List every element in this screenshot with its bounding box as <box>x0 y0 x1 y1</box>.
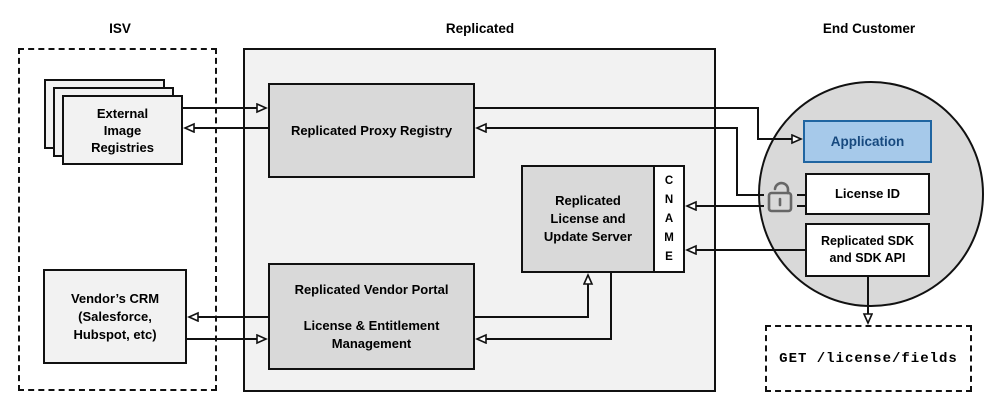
replicated-sdk-label-line2: and SDK API <box>829 251 906 265</box>
vendor-portal-subtitle-line1: License & Entitlement <box>303 317 440 333</box>
proxy-registry-label: Replicated Proxy Registry <box>290 122 453 138</box>
section-title-isv: ISV <box>109 21 131 36</box>
vendor-portal-title: Replicated Vendor Portal <box>294 281 449 297</box>
vendors-crm-label-line1: Vendor’s CRM <box>70 290 160 306</box>
replicated-sdk-label-line1: Replicated SDK <box>820 234 915 248</box>
cname-node: C N A M E <box>653 165 685 273</box>
cname-letter: A <box>664 212 674 225</box>
external-registries-label-line2: Image <box>103 122 142 138</box>
section-title-end-customer: End Customer <box>822 21 916 36</box>
unlock-icon <box>761 176 799 218</box>
application-node: Application <box>803 120 932 163</box>
license-update-server-label-line1: Replicated <box>555 193 621 208</box>
get-license-fields-node: GET /license/fields <box>765 325 972 392</box>
vendor-portal-subtitle-line2: Management <box>331 335 412 351</box>
external-registries-label-line3: Registries <box>91 139 154 155</box>
external-registries-label-line1: External <box>96 105 149 121</box>
license-id-label: License ID <box>834 186 901 201</box>
external-registries-node: External Image Registries <box>62 95 183 165</box>
license-update-server-label-line3: Update Server <box>543 229 633 244</box>
vendors-crm-node: Vendor’s CRM (Salesforce, Hubspot, etc) <box>43 269 187 364</box>
license-update-server-node: Replicated License and Update Server <box>521 165 655 273</box>
cname-letter: M <box>664 231 674 244</box>
application-label: Application <box>830 133 905 149</box>
cname-letter: N <box>664 193 674 206</box>
vendors-crm-label-line3: Hubspot, etc) <box>73 326 157 342</box>
cname-letter: E <box>665 250 673 263</box>
get-license-fields-label: GET /license/fields <box>779 350 958 367</box>
cname-letter: C <box>664 174 674 187</box>
proxy-registry-node: Replicated Proxy Registry <box>268 83 475 178</box>
isv-group-boundary <box>18 48 217 391</box>
license-id-node: License ID <box>805 173 930 215</box>
license-update-server-label-line2: License and <box>550 211 626 226</box>
vendors-crm-label-line2: (Salesforce, <box>78 308 152 324</box>
replicated-sdk-node: Replicated SDK and SDK API <box>805 223 930 277</box>
section-title-replicated: Replicated <box>445 21 515 36</box>
vendor-portal-node: Replicated Vendor Portal License & Entit… <box>268 263 475 370</box>
